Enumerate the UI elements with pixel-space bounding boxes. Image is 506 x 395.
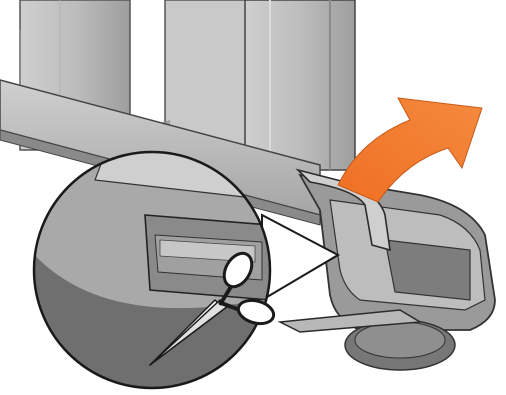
- assembly-illustration: [0, 0, 506, 395]
